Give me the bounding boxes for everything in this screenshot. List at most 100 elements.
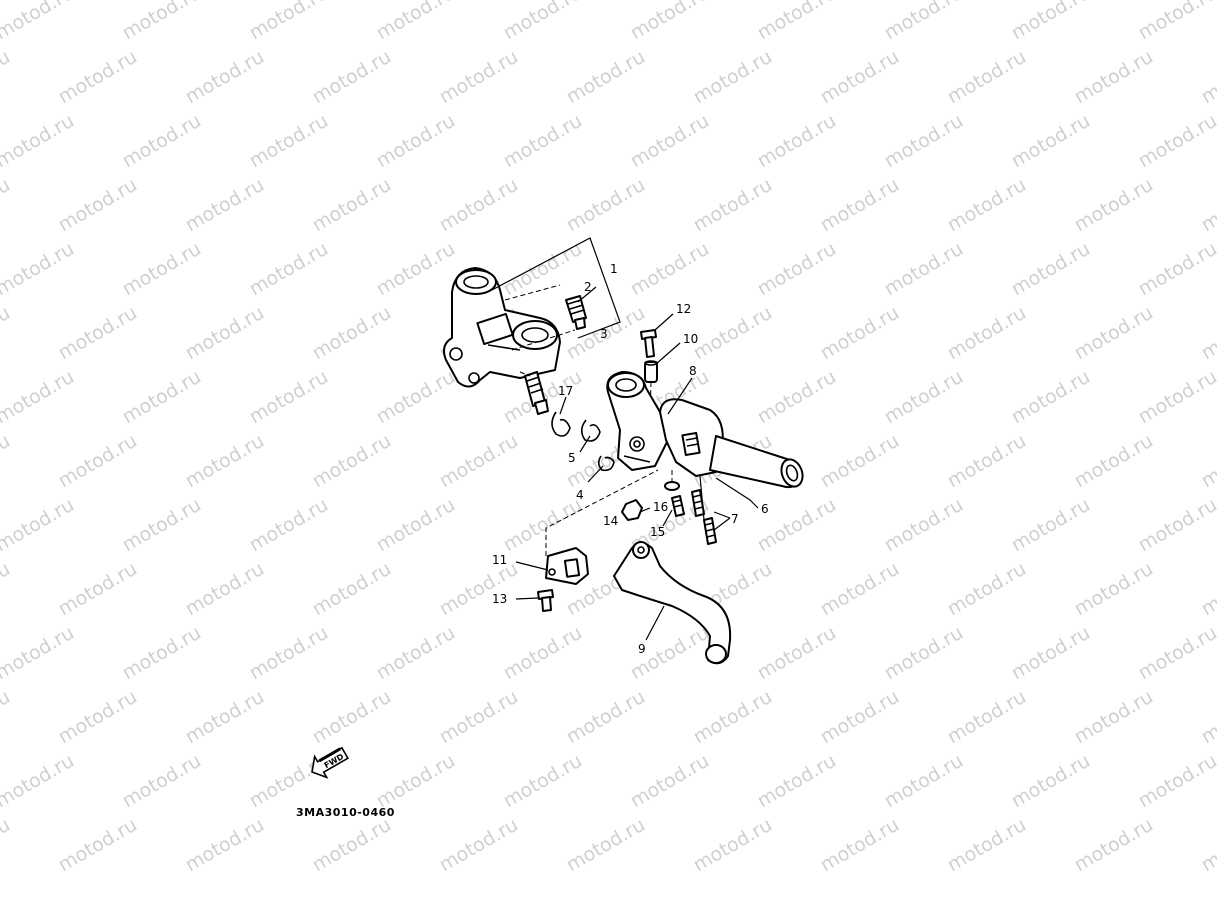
callout-11: 11 [492,553,507,567]
watermark-text: motod.ru [1071,46,1157,109]
watermark-text: motod.ru [1198,558,1217,621]
watermark-text: motod.ru [563,46,649,109]
watermark-text: motod.ru [246,0,332,44]
watermark-text: motod.ru [309,814,395,877]
screw-part-7b [704,518,716,544]
watermark-text: motod.ru [0,0,78,44]
watermark-text: motod.ru [1135,238,1217,301]
watermark-text: motod.ru [500,750,586,813]
watermark-text: motod.ru [119,238,205,301]
watermark-text: motod.ru [182,686,268,749]
callout-10: 10 [683,332,698,346]
watermark-text: motod.ru [182,814,268,877]
callout-1: 1 [610,262,618,276]
watermark-text: motod.ru [0,46,14,109]
watermark-text: motod.ru [944,174,1030,237]
watermark-text: motod.ru [1008,494,1094,557]
callout-2: 2 [584,280,592,294]
watermark-text: motod.ru [119,0,205,44]
watermark-text: motod.ru [881,494,967,557]
watermark-text: motod.ru [563,686,649,749]
watermark-text: motod.ru [309,46,395,109]
callout-13: 13 [492,592,507,606]
callout-7: 7 [731,512,739,526]
watermark-text: motod.ru [309,558,395,621]
watermark-text: motod.ru [246,110,332,173]
watermark-text: motod.ru [881,750,967,813]
watermark-text: motod.ru [1071,686,1157,749]
watermark-text: motod.ru [500,494,586,557]
watermark-text: motod.ru [1135,366,1217,429]
callout-14: 14 [603,514,618,528]
watermark-text: motod.ru [627,750,713,813]
watermark-text: motod.ru [55,430,141,493]
watermark-text: motod.ru [563,174,649,237]
watermark-text: motod.ru [944,686,1030,749]
watermark-text: motod.ru [1198,302,1217,365]
watermark-text: motod.ru [754,622,840,685]
callout-17: 17 [558,384,573,398]
watermark-text: motod.ru [119,750,205,813]
watermark-text: motod.ru [690,174,776,237]
watermark-text: motod.ru [944,430,1030,493]
screw-part-13 [538,590,553,611]
watermark-text: motod.ru [0,110,78,173]
watermark-text: motod.ru [1071,174,1157,237]
watermark-text: motod.ru [1008,0,1094,44]
watermark-text: motod.ru [627,238,713,301]
watermark-text: motod.ru [373,110,459,173]
watermark-text: motod.ru [0,494,78,557]
watermark-text: motod.ru [881,238,967,301]
watermark-text: motod.ru [690,814,776,877]
watermark-text: motod.ru [309,302,395,365]
watermark-text: motod.ru [1198,686,1217,749]
watermark-text: motod.ru [1198,46,1217,109]
watermark-text: motod.ru [817,430,903,493]
watermark-text: motod.ru [119,110,205,173]
watermark-text: motod.ru [1135,0,1217,44]
watermark-text: motod.ru [1135,494,1217,557]
watermark-text: motod.ru [881,110,967,173]
watermark-text: motod.ru [55,686,141,749]
watermark-text: motod.ru [817,814,903,877]
watermark-text: motod.ru [817,686,903,749]
watermark-text: motod.ru [500,110,586,173]
watermark-text: motod.ru [1135,622,1217,685]
watermark-text: motod.ru [309,686,395,749]
watermark-text: motod.ru [246,494,332,557]
watermark-text: motod.ru [436,686,522,749]
watermark-text: motod.ru [944,558,1030,621]
watermark-text: motod.ru [1071,302,1157,365]
watermark-text: motod.ru [754,750,840,813]
watermark-text: motod.ru [0,238,78,301]
watermark-text: motod.ru [754,238,840,301]
watermark-text: motod.ru [0,366,78,429]
watermark-text: motod.ru [373,0,459,44]
watermark-text: motod.ru [373,238,459,301]
watermark-text: motod.ru [119,622,205,685]
watermark-text: motod.ru [373,494,459,557]
watermark-text: motod.ru [563,814,649,877]
watermark-text: motod.ru [881,366,967,429]
watermark-text: motod.ru [500,0,586,44]
watermark-text: motod.ru [627,0,713,44]
callout-5: 5 [568,451,576,465]
watermark-text: motod.ru [817,302,903,365]
watermark-text: motod.ru [881,622,967,685]
watermark-text: motod.ru [1071,814,1157,877]
watermark-text: motod.ru [944,814,1030,877]
watermark-text: motod.ru [754,110,840,173]
watermark-text: motod.ru [309,174,395,237]
watermark-text: motod.ru [246,238,332,301]
callout-6: 6 [761,502,769,516]
watermark-text: motod.ru [754,0,840,44]
watermark-text: motod.ru [0,174,14,237]
watermark-text: motod.ru [55,302,141,365]
watermark-text: motod.ru [0,430,14,493]
nut-part-14 [622,500,642,520]
watermark-text: motod.ru [309,430,395,493]
watermark-text: motod.ru [0,750,78,813]
watermark-text: motod.ru [55,46,141,109]
watermark-text: motod.ru [1198,174,1217,237]
